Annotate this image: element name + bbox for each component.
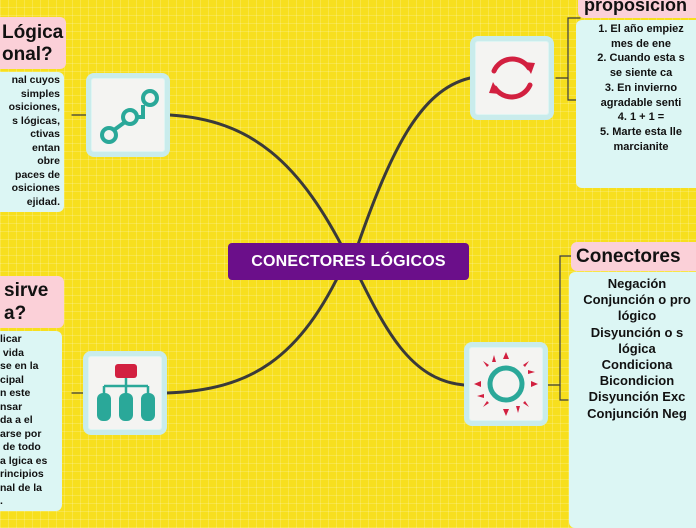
top-left-content-line: s lógicas,	[12, 114, 60, 127]
refresh-cycle-icon	[489, 56, 535, 100]
bottom-left-title-line-1: sirve	[4, 280, 49, 301]
top-right-content-line: 1. El año empiez	[598, 23, 684, 35]
bottom-left-content-line: cipal	[0, 373, 24, 386]
top-left-content-line: osiciones,	[8, 101, 60, 113]
top-left-content-line: osiciones	[11, 182, 60, 194]
bottom-left-title[interactable]: sirve a?	[0, 276, 64, 328]
sun-ring-icon	[474, 352, 538, 416]
top-right-content-line: 5. Marte esta lle	[600, 125, 682, 138]
top-right-content-line: 2. Cuando esta s	[597, 52, 685, 65]
branch-line-top-right-thin	[555, 17, 581, 79]
top-left-content-line: ejidad.	[26, 195, 60, 208]
branch-line-bottom-right-thin-2	[559, 384, 569, 401]
top-left-title-line-1: Lógica	[2, 22, 64, 43]
bottom-left-title-line-2: a?	[4, 303, 27, 324]
top-left-title-line-2: onal?	[2, 44, 53, 65]
top-right-content-line: mes de ene	[611, 37, 671, 50]
hierarchy-icon	[97, 364, 155, 421]
bottom-right-content-line: Bicondicion	[599, 373, 675, 389]
bottom-left-content-line: licar	[0, 333, 22, 345]
bottom-right-content-line: Disyunción Exc	[588, 389, 686, 405]
bottom-left-content-line: se en la	[0, 360, 39, 372]
central-topic[interactable]: CONECTORES LÓGICOS	[228, 243, 469, 280]
top-left-title[interactable]: Lógica onal?	[0, 17, 66, 69]
bottom-left-content[interactable]: licar vida se en la cipal n este nsar da…	[0, 331, 62, 511]
bottom-right-content-line: Conjunción o pro	[583, 292, 691, 308]
bottom-left-content-line: n este	[0, 387, 31, 399]
bottom-left-content-line: nsar	[0, 400, 23, 413]
top-right-icon-box[interactable]	[470, 36, 554, 120]
top-left-content-line: simples	[20, 87, 60, 100]
bottom-right-content-line: Condiciona	[601, 357, 673, 373]
branch-line-bottom-right-thin	[547, 255, 573, 386]
bottom-right-content-line: Negación	[607, 276, 667, 291]
top-right-title[interactable]: proposicion	[578, 0, 696, 18]
bottom-right-content-line: lógica	[618, 340, 656, 356]
top-left-content-line: ctivas	[30, 128, 60, 140]
bottom-right-content-line: Disyunción o s	[590, 324, 684, 340]
top-left-icon-box[interactable]	[86, 73, 170, 157]
branch-line-top-right	[350, 76, 472, 264]
bottom-left-content-line: da a el	[0, 414, 33, 426]
bottom-left-content-line: a lgica es	[0, 454, 48, 467]
bottom-left-content-line: rincipios	[0, 468, 44, 480]
top-right-content-line: 4. 1 + 1 =	[617, 111, 665, 124]
bottom-right-content-line: Conjunción Neg	[587, 405, 687, 421]
branch-line-bottom-left	[164, 260, 347, 395]
bottom-right-content-line: lógico	[617, 308, 657, 324]
central-topic-label: CONECTORES LÓGICOS	[251, 252, 446, 270]
top-left-content-line: entan	[31, 141, 60, 154]
top-left-content[interactable]: nal cuyos simples osiciones, s lógicas, …	[0, 72, 64, 212]
top-right-content-line: se siente ca	[609, 67, 673, 80]
bottom-right-title-label: Conectores	[576, 246, 681, 267]
branch-line-top-left	[168, 113, 352, 264]
bottom-right-content[interactable]: Negación Conjunción o pro lógico Disyunc…	[569, 272, 696, 528]
top-left-content-line: paces de	[15, 168, 60, 181]
bottom-left-content-line: nal de la	[0, 481, 43, 494]
branch-line-top-right-thin-2	[567, 77, 577, 101]
branch-line-bottom-right	[350, 260, 466, 387]
top-left-content-line: obre	[37, 155, 60, 167]
top-right-content-line: 3. En invierno	[604, 81, 678, 94]
top-right-content-line: marcianite	[613, 140, 669, 153]
bottom-left-content-line: de todo	[0, 441, 41, 453]
top-left-content-line: nal cuyos	[11, 74, 60, 86]
bottom-left-content-line: arse por	[0, 427, 42, 440]
top-right-title-label: proposicion	[584, 0, 687, 15]
top-right-content-line: agradable senti	[600, 96, 682, 109]
bottom-right-title[interactable]: Conectores	[571, 242, 696, 271]
bottom-left-content-line: vida	[0, 346, 24, 359]
bottom-left-content-line: .	[0, 495, 3, 507]
bottom-left-icon-box[interactable]	[83, 351, 167, 435]
top-right-content[interactable]: 1. El año empiez mes de ene 2. Cuando es…	[576, 20, 696, 188]
bottom-right-icon-box[interactable]	[464, 342, 548, 426]
node-path-icon	[100, 89, 159, 144]
